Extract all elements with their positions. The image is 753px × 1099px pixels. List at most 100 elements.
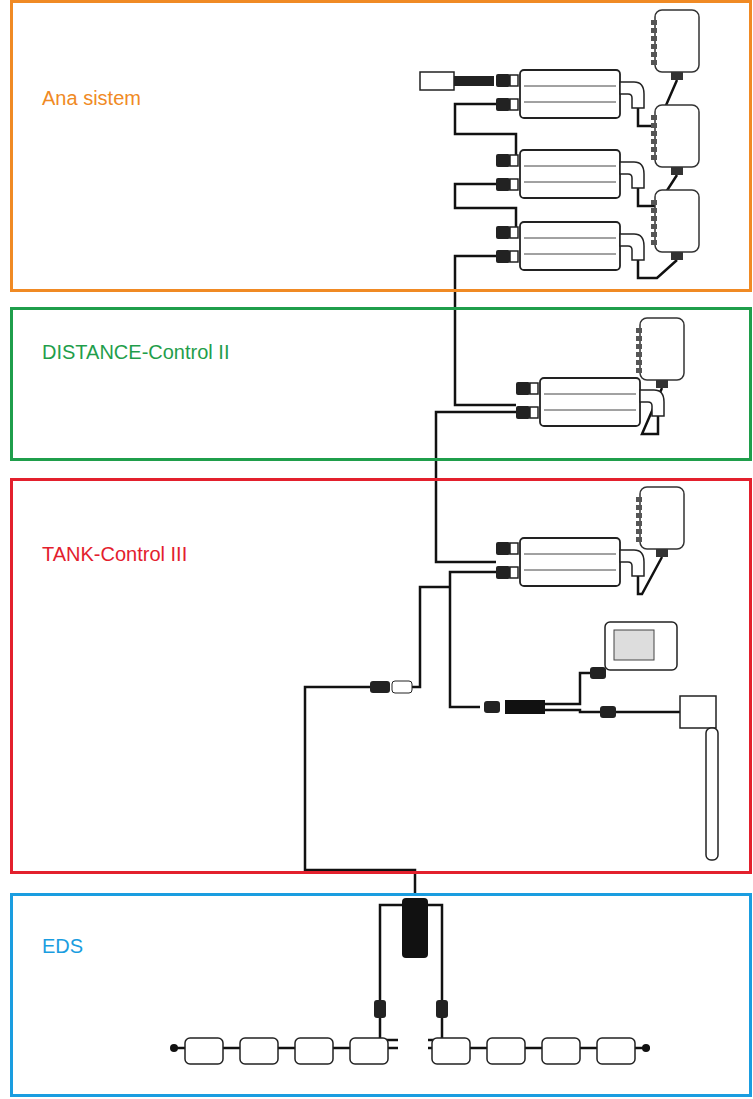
plug [496, 566, 510, 579]
level-sensor [680, 696, 718, 860]
cable [450, 572, 496, 707]
end-cap [170, 1044, 178, 1052]
cable [412, 587, 450, 687]
housing-rib [524, 102, 616, 103]
housing-rib [524, 554, 616, 555]
components [170, 10, 718, 1064]
plug-head [510, 227, 518, 238]
terminal-pin [651, 155, 657, 160]
computer-housing [520, 150, 620, 198]
angled-plug [620, 550, 644, 576]
cable [455, 184, 516, 232]
plug-head [510, 75, 518, 86]
job-computer-terminal [651, 105, 699, 175]
computer-housing [520, 222, 620, 270]
terminal-socket [671, 167, 683, 175]
plug-head [530, 383, 538, 394]
housing-rib [524, 86, 616, 87]
plug-head [530, 407, 538, 418]
section-title: Ana sistem [40, 86, 143, 110]
job-computer [496, 222, 644, 270]
terminal-pin [636, 537, 642, 542]
sensor-head [680, 696, 716, 728]
cable [455, 256, 516, 405]
terminal-pin [651, 139, 657, 144]
eds-plug [374, 1000, 386, 1018]
housing-rib [524, 570, 616, 571]
housing-rib [524, 254, 616, 255]
section-title: EDS [40, 934, 85, 958]
plug [496, 178, 510, 191]
angled-plug [620, 162, 644, 188]
terminal-pin [651, 200, 657, 205]
terminal-pin [636, 497, 642, 502]
terminal-pin [651, 224, 657, 229]
terminal-pin [651, 115, 657, 120]
eds-plug [436, 1000, 448, 1018]
terminal-pin [651, 60, 657, 65]
coupler [392, 681, 412, 693]
eds-sensor [350, 1038, 388, 1064]
terminal-pin [651, 52, 657, 57]
job-computer-terminal [651, 190, 699, 260]
plug [496, 74, 510, 87]
section-band: Ana sistem [10, 0, 752, 292]
housing-rib [524, 182, 616, 183]
job-computer-terminal [636, 487, 684, 557]
plug [496, 542, 510, 555]
terminal-socket [656, 380, 668, 388]
cable-plug [484, 701, 500, 713]
terminal-socket [671, 72, 683, 80]
eds-sensor [185, 1038, 223, 1064]
angled-plug [640, 390, 664, 416]
plug-head [510, 155, 518, 166]
cable [380, 905, 405, 1040]
display-housing [605, 622, 677, 670]
terminal-housing [655, 105, 699, 167]
cable [638, 260, 677, 278]
cable [305, 687, 415, 895]
section-title: TANK-Control III [40, 542, 189, 566]
computer-housing [540, 378, 640, 426]
terminal-pin [651, 20, 657, 25]
connector-plug [454, 76, 494, 86]
terminal-housing [655, 10, 699, 72]
cable [436, 412, 516, 562]
job-computer [496, 70, 644, 118]
housing-rib [544, 410, 636, 411]
housing-rib [544, 394, 636, 395]
terminal-pin [636, 336, 642, 341]
terminal-housing [655, 190, 699, 252]
terminal-pin [651, 44, 657, 49]
plug-head [510, 251, 518, 262]
terminal-pin [651, 123, 657, 128]
section-band: DISTANCE-Control II [10, 307, 752, 461]
plug [496, 226, 510, 239]
section-band: TANK-Control III [10, 478, 752, 874]
terminal-pin [651, 131, 657, 136]
junction-body [402, 898, 428, 958]
housing-rib [524, 238, 616, 239]
terminal-pin [636, 513, 642, 518]
job-computer [496, 538, 644, 586]
plug [496, 98, 510, 111]
section-title: DISTANCE-Control II [40, 340, 231, 364]
plug [496, 250, 510, 263]
plug-head [510, 99, 518, 110]
eds-sensor [432, 1038, 470, 1064]
computer-housing [520, 538, 620, 586]
terminal-pin [651, 240, 657, 245]
terminal-housing [640, 318, 684, 380]
terminal-pin [651, 36, 657, 41]
eds-sensor [295, 1038, 333, 1064]
section-band: EDS [10, 893, 752, 1097]
end-cap [642, 1044, 650, 1052]
plug [516, 382, 530, 395]
plug-head [510, 567, 518, 578]
splitter [505, 700, 545, 714]
angled-plug [620, 234, 644, 260]
sensor-rod [706, 728, 718, 860]
terminal-pin [651, 208, 657, 213]
tank-display [605, 622, 677, 670]
eds-sensor [597, 1038, 635, 1064]
